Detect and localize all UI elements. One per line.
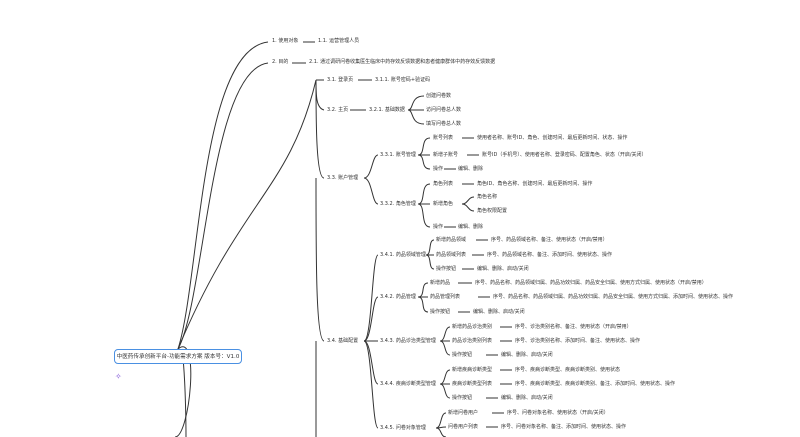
node-3-3-2-c[interactable]: 操作 [433,224,444,230]
node-3-4-3-a1[interactable]: 序号、诊治类别名称、备注、使用状态（开启/禁用） [515,324,632,330]
node-3-4-4-c1[interactable]: 编辑、删除、启动/关闭 [501,395,553,401]
node-3-4-4-b1[interactable]: 序号、疾病诊断类型、疾病诊断类别、备注、添加时间、使用状态、操作 [515,381,676,387]
node-3-4-4[interactable]: 3.4.4. 疾病诊断类型管理 [380,381,436,387]
node-3-4-4-b[interactable]: 疾病诊断类型列表 [452,381,493,387]
node-3-4-4-c[interactable]: 操作按钮 [452,395,473,401]
node-3-3-1-a1[interactable]: 使用者名称、账号ID、角色、创建时间、最后更新时间、状态、操作 [477,135,628,141]
node-3-1[interactable]: 3.1. 登录页 [327,77,354,83]
node-3-2-1[interactable]: 3.2.1. 基础数据 [369,107,405,113]
node-3-4-2-c1[interactable]: 编辑、删除、启动/关闭 [473,309,525,315]
node-2-1[interactable]: 2.1. 通过调研问卷收集医生临床中药存效反馈数据和患者健康群体中药存效反馈数据 [309,59,496,65]
node-3-3[interactable]: 3.3. 账户管理 [327,175,359,181]
node-3-4-3-b[interactable]: 药品诊治类别列表 [452,338,493,344]
node-3-2-1-c[interactable]: 填写问卷总人数 [426,121,462,127]
root-node[interactable]: 中医药传承创新平台-功能需求方案 版本号：V1.0 [114,349,242,364]
node-3-4-3-c1[interactable]: 编辑、删除、启动/关闭 [501,352,553,358]
node-3-1-1[interactable]: 3.1.1. 账号密码+验证码 [375,77,431,83]
node-3-4-1[interactable]: 3.4.1. 药品领域管理 [380,252,426,258]
node-3-2-1-b[interactable]: 访问问卷总人数 [426,107,462,113]
node-3-3-2-a[interactable]: 角色列表 [433,181,454,187]
node-3-2-1-a[interactable]: 创建问卷数 [426,93,452,99]
node-1[interactable]: 1. 使用对象 [272,38,299,44]
node-3-4-5-b1[interactable]: 序号、问卷对象名称、备注、添加时间、使用状态、操作 [501,424,627,430]
node-3-4-5[interactable]: 3.4.5. 问卷对象管理 [380,425,426,431]
node-2[interactable]: 2. 目的 [272,59,289,65]
node-3-4-3-c[interactable]: 操作按钮 [452,352,473,358]
node-3-4-4-a1[interactable]: 序号、疾病诊断类型、疾病诊断类别、使用状态 [515,367,621,373]
node-3-3-2-b[interactable]: 新增角色 [433,201,454,207]
node-3-4-3-b1[interactable]: 序号、诊治类别名称、添加时间、备注、使用状态、操作 [515,338,641,344]
node-3-3-1-b[interactable]: 新增子账号 [433,152,459,158]
node-3-4-3-a[interactable]: 新增药品诊治类别 [452,324,493,330]
node-3-4-4-a[interactable]: 新增疾病诊断类型 [452,367,493,373]
node-3-4-2-b1[interactable]: 序号、药品名称、药品领域归属、药品功效归属、药品安全归属、使用方式归属、添加时间… [493,294,734,300]
node-3-4-1-b[interactable]: 药品领域列表 [436,252,467,258]
node-3-3-2-b2[interactable]: 角色权限配置 [477,208,508,214]
node-3-3-1-c[interactable]: 操作 [433,166,444,172]
node-3-3-1-a[interactable]: 账号列表 [433,135,454,141]
node-3-4-2-a[interactable]: 新增药品 [430,280,451,286]
node-3-4-2-b[interactable]: 药品管理列表 [430,294,461,300]
node-3-4-5-b[interactable]: 问卷用户列表 [448,424,479,430]
node-3-4-1-c1[interactable]: 编辑、删除、启动/关闭 [477,266,529,272]
node-3-2[interactable]: 3.2. 主页 [327,107,349,113]
node-1-1[interactable]: 1.1. 运营管理人员 [318,38,360,44]
node-3-4-1-b1[interactable]: 序号、药品领域名称、备注、添加时间、使用状态、操作 [487,252,613,258]
node-3-3-2[interactable]: 3.3.2. 角色管理 [380,201,416,207]
node-3-4-2-a1[interactable]: 序号、药品名称、药品领域归属、药品功效归属、药品安全归属、使用方式归属、使用状态… [475,280,707,286]
node-3-4-1-c[interactable]: 操作按钮 [436,266,457,272]
node-3-3-2-a1[interactable]: 角色ID、角色名称、创建时间、最后更新时间、操作 [477,181,593,187]
node-3-3-1-c1[interactable]: 编辑、删除 [458,166,484,172]
node-3-4-1-a[interactable]: 新增药品领域 [436,237,467,243]
node-3-4[interactable]: 3.4. 基础配置 [327,338,359,344]
node-3-3-1-b1[interactable]: 账号ID（手机号）、使用者名称、登录密码、配置角色、状态（开启/关闭） [482,152,647,158]
node-3-4-5-a[interactable]: 新增问卷用户 [448,410,479,416]
node-3-3-2-c1[interactable]: 编辑、删除 [458,224,484,230]
node-3-3-2-b1[interactable]: 角色名称 [477,194,498,200]
sparkle-icon: ✧ [115,372,122,381]
node-3-3-1[interactable]: 3.3.1. 账号管理 [380,152,416,158]
node-3-4-1-a1[interactable]: 序号、药品领域名称、备注、使用状态（开启/禁用） [491,237,608,243]
node-3-4-2-c[interactable]: 操作按钮 [430,309,451,315]
node-3-4-5-a1[interactable]: 序号、问卷对象名称、使用状态（开启/关闭） [507,410,609,416]
node-3-4-2[interactable]: 3.4.2. 药品管理 [380,294,416,300]
node-3-4-3[interactable]: 3.4.3. 药品诊治类型管理 [380,338,436,344]
